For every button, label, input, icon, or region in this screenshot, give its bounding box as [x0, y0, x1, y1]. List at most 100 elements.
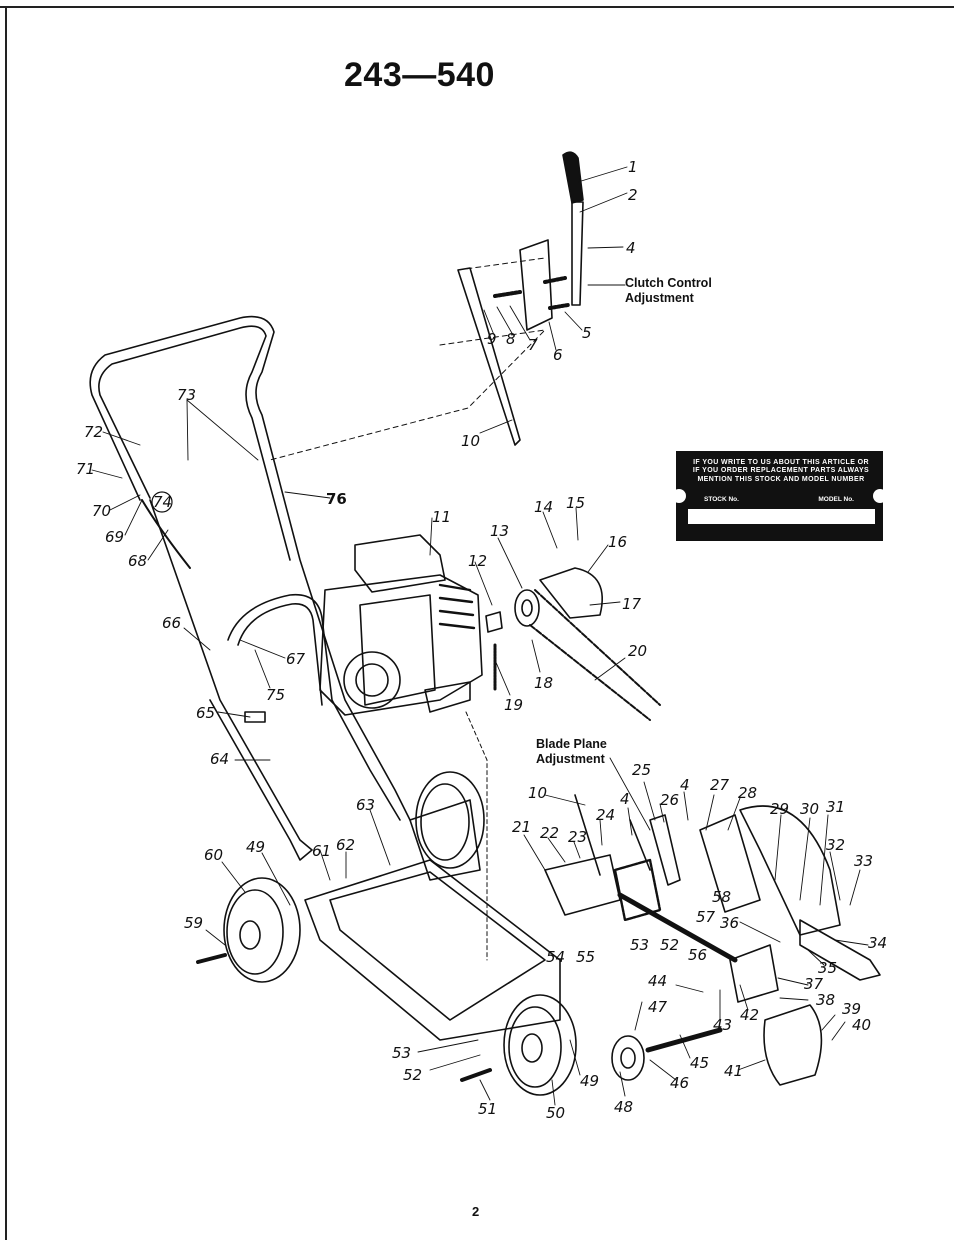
part-label-75: 75 [266, 686, 285, 704]
clutch-lever-handle [562, 151, 584, 204]
engine-bolt-dash [465, 711, 488, 961]
plate-stock-label: STOCK No. [704, 496, 739, 503]
part-label-74: 74 [153, 493, 172, 511]
part-label-39: 39 [842, 1000, 861, 1018]
lower-handle-rail-inner [237, 603, 323, 706]
part-label-23: 23 [568, 828, 587, 846]
part-label-76: 76 [326, 490, 347, 508]
engine-pulley [514, 589, 540, 627]
clutch-bracket [519, 239, 553, 331]
part-label-27: 27 [710, 776, 730, 794]
engine-recoil-starter [343, 651, 401, 709]
part-label-32: 32 [826, 836, 845, 854]
blade-bearing [729, 944, 779, 1003]
part-label-9: 9 [487, 330, 497, 348]
part-label-69: 69 [105, 528, 124, 546]
plate-number-field [688, 509, 875, 524]
part-number-labels: 1 2 4 5 6 7 8 9 10 11 12 13 14 15 16 17 … [76, 158, 887, 1122]
part-label-1: 1 [628, 158, 638, 176]
part-label-55: 55 [576, 948, 595, 966]
clutch-spring [493, 290, 522, 298]
blade-lever [649, 814, 681, 886]
part-label-4: 4 [626, 239, 636, 257]
part-label-15: 15 [566, 494, 585, 512]
part-label-72: 72 [84, 423, 103, 441]
part-label-35: 35 [818, 959, 837, 977]
part-label-53-blade: 53 [630, 936, 649, 954]
part-label-52-front: 52 [403, 1066, 422, 1084]
part-label-20: 20 [628, 642, 647, 660]
part-label-6: 6 [553, 346, 563, 364]
wheel-bolt-front [460, 1068, 492, 1082]
part-label-30: 30 [800, 800, 819, 818]
part-label-26: 26 [660, 791, 679, 809]
engine-key [485, 611, 503, 633]
handle-clip [244, 711, 266, 723]
lower-handle-rail [227, 593, 401, 821]
part-label-17: 17 [622, 595, 642, 613]
blade-guard [739, 805, 841, 936]
part-label-46: 46 [670, 1074, 689, 1092]
wheel-bolt-left [196, 953, 227, 964]
part-label-29: 29 [770, 800, 789, 818]
clutch-lever-shaft [571, 201, 584, 306]
part-label-61: 61 [312, 842, 331, 860]
part-label-37: 37 [804, 975, 824, 993]
upper-handle-inner [98, 325, 291, 561]
part-label-12: 12 [468, 552, 487, 570]
part-label-53-front: 53 [392, 1044, 411, 1062]
part-label-31: 31 [826, 798, 845, 816]
blade-bracket [544, 854, 621, 916]
clutch-callout-line-2: Adjustment [625, 291, 694, 305]
part-label-5: 5 [582, 324, 592, 342]
upper-handle [89, 315, 411, 821]
part-label-59: 59 [184, 914, 203, 932]
part-label-64: 64 [210, 750, 229, 768]
plate-line-1: IF YOU WRITE TO US ABOUT THIS ARTICLE OR [693, 459, 869, 466]
blade-shaft [617, 892, 738, 963]
engine-fuel-tank [354, 534, 446, 593]
part-label-38: 38 [816, 991, 835, 1009]
engine-body [319, 574, 483, 716]
part-label-66: 66 [162, 614, 181, 632]
engine-base [424, 681, 471, 713]
part-label-18: 18 [534, 674, 553, 692]
blade-callout-line-1: Blade Plane [536, 737, 607, 751]
part-label-10-blade: 10 [528, 784, 547, 802]
part-label-48: 48 [614, 1098, 633, 1116]
plate-model-label: MODEL No. [818, 496, 854, 503]
part-label-52-blade: 52 [660, 936, 679, 954]
front-wheel [503, 994, 577, 1096]
part-label-7: 7 [528, 336, 538, 354]
part-label-45: 45 [690, 1054, 709, 1072]
part-label-25: 25 [632, 761, 651, 779]
part-label-10: 10 [461, 432, 480, 450]
blade-plane-callout: Blade Plane Adjustment [536, 737, 607, 767]
part-label-14: 14 [534, 498, 553, 516]
page-number: 2 [472, 1204, 480, 1219]
part-label-34: 34 [868, 934, 887, 952]
lower-handle [149, 499, 313, 861]
part-label-67: 67 [286, 650, 306, 668]
page-border-left [5, 6, 7, 1240]
blade-mount [699, 814, 761, 913]
part-label-4-c: 4 [680, 776, 690, 794]
part-label-42: 42 [740, 1006, 759, 1024]
part-label-2: 2 [628, 186, 638, 204]
clutch-rod [457, 267, 521, 446]
clutch-cable-dash [269, 257, 546, 461]
clutch-callout-line-1: Clutch Control [625, 276, 712, 290]
part-label-54: 54 [546, 948, 565, 966]
part-label-51: 51 [478, 1100, 497, 1118]
part-label-57: 57 [696, 908, 716, 926]
part-label-49-rear: 49 [246, 838, 265, 856]
part-label-56: 56 [688, 946, 707, 964]
edger-deck-inner [329, 871, 546, 1021]
drive-belt [529, 589, 661, 721]
clutch-spring-3 [548, 303, 570, 310]
part-label-13: 13 [490, 522, 509, 540]
clutch-control-callout: Clutch Control Adjustment [625, 276, 712, 306]
part-label-73: 73 [177, 386, 196, 404]
part-label-19: 19 [504, 696, 523, 714]
